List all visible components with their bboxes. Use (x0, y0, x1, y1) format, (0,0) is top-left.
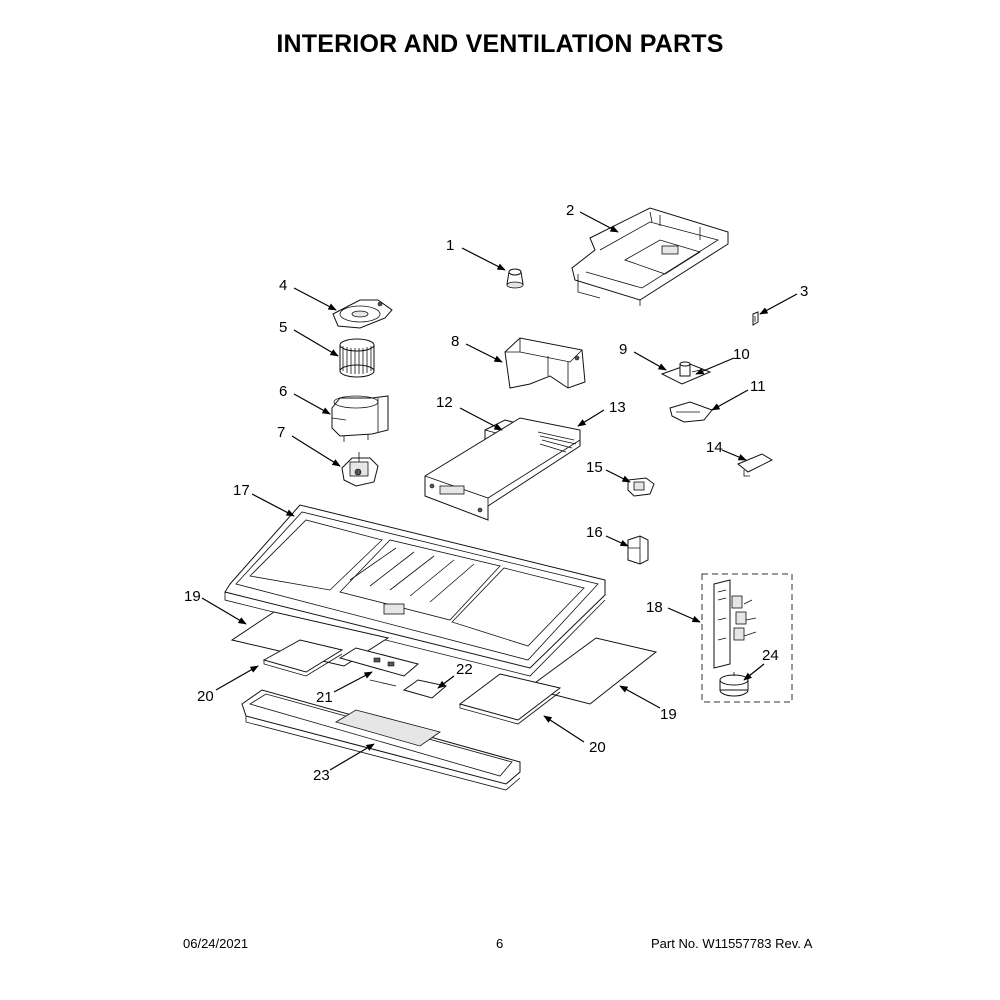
part-5-blower-wheel (339, 338, 375, 378)
callout-9: 9 (619, 341, 627, 358)
part-6-blower-housing (331, 395, 389, 442)
callout-3: 3 (800, 283, 808, 300)
leader-9 (633, 351, 667, 371)
leader-18 (667, 607, 701, 623)
callout-24: 24 (762, 647, 779, 664)
callout-13: 13 (609, 399, 626, 416)
callout-8: 8 (451, 333, 459, 350)
part-number: W11557783 (702, 936, 772, 951)
leader-7 (291, 435, 341, 467)
callout-16: 16 (586, 524, 603, 541)
part-8-air-duct (504, 337, 586, 389)
leader-6 (293, 393, 331, 415)
callout-6: 6 (279, 383, 287, 400)
leader-15 (605, 469, 631, 483)
part-24-motor (719, 672, 749, 697)
callout-19-right: 19 (660, 706, 677, 723)
leader-19-right (619, 685, 661, 709)
leader-21 (333, 671, 373, 693)
callout-21: 21 (316, 689, 333, 706)
callout-19-left: 19 (184, 588, 201, 605)
callout-10: 10 (733, 346, 750, 363)
leader-11 (711, 389, 749, 411)
callout-5: 5 (279, 319, 287, 336)
callout-11: 11 (750, 378, 766, 395)
part-2-chassis-plate (571, 207, 729, 306)
leader-13 (577, 409, 605, 427)
leader-20-right (543, 715, 585, 743)
callout-14: 14 (706, 439, 723, 456)
part-11-bracket (669, 401, 713, 423)
callout-7: 7 (277, 424, 285, 441)
callout-20-right: 20 (589, 739, 606, 756)
callout-4: 4 (279, 277, 287, 294)
part-14-switch-board (737, 453, 774, 477)
callout-17: 17 (233, 482, 250, 499)
leader-5 (293, 329, 339, 357)
part-23-frame (241, 689, 521, 791)
leader-22 (437, 675, 455, 689)
part-15-switch (627, 477, 655, 497)
part-3-clip (752, 311, 759, 326)
part-21-control-panel (338, 647, 420, 687)
revision-label: Rev. (775, 936, 801, 951)
revision: A (803, 936, 813, 951)
leader-17 (251, 493, 295, 517)
callout-18: 18 (646, 599, 663, 616)
callout-15: 15 (586, 459, 603, 476)
leader-23 (329, 743, 375, 771)
leader-1 (461, 247, 506, 271)
part-1-thermostat (506, 268, 524, 289)
leader-20-left (215, 665, 259, 691)
callout-labels: 1 2 3 4 5 6 7 8 9 10 11 12 13 14 15 16 1… (184, 202, 808, 784)
leader-14 (721, 449, 747, 461)
callout-1: 1 (446, 237, 454, 254)
leader-2 (579, 211, 619, 233)
part-7-fan-motor (341, 452, 379, 487)
leader-8 (465, 343, 503, 363)
leader-4 (293, 287, 337, 311)
part-13-base-plate (424, 417, 581, 521)
leader-19-left (201, 597, 247, 625)
leader-3 (759, 293, 798, 315)
leader-16 (605, 535, 629, 547)
leader-10 (695, 357, 735, 375)
part-16-switch (627, 535, 649, 565)
callout-20-left: 20 (197, 688, 214, 705)
leader-24 (743, 663, 765, 681)
page-title: INTERIOR AND VENTILATION PARTS (276, 30, 724, 58)
part-18-door-switch-assembly (701, 573, 793, 703)
part-20-plate-left (262, 639, 344, 677)
callout-22: 22 (456, 661, 473, 678)
footer-part-info: Part No. W11557783 Rev. A (651, 936, 812, 951)
part-4-fan-plate (332, 299, 393, 329)
footer-page-number: 6 (496, 936, 504, 951)
leader-12 (459, 407, 503, 431)
callout-12: 12 (436, 394, 453, 411)
footer-date: 06/24/2021 (183, 936, 249, 951)
callout-2: 2 (566, 202, 574, 219)
part-20-plate-right (458, 673, 562, 725)
callout-leaders (201, 211, 798, 771)
callout-23: 23 (313, 767, 330, 784)
part-number-label: Part No. (651, 936, 699, 951)
part-22-plate (402, 679, 448, 699)
